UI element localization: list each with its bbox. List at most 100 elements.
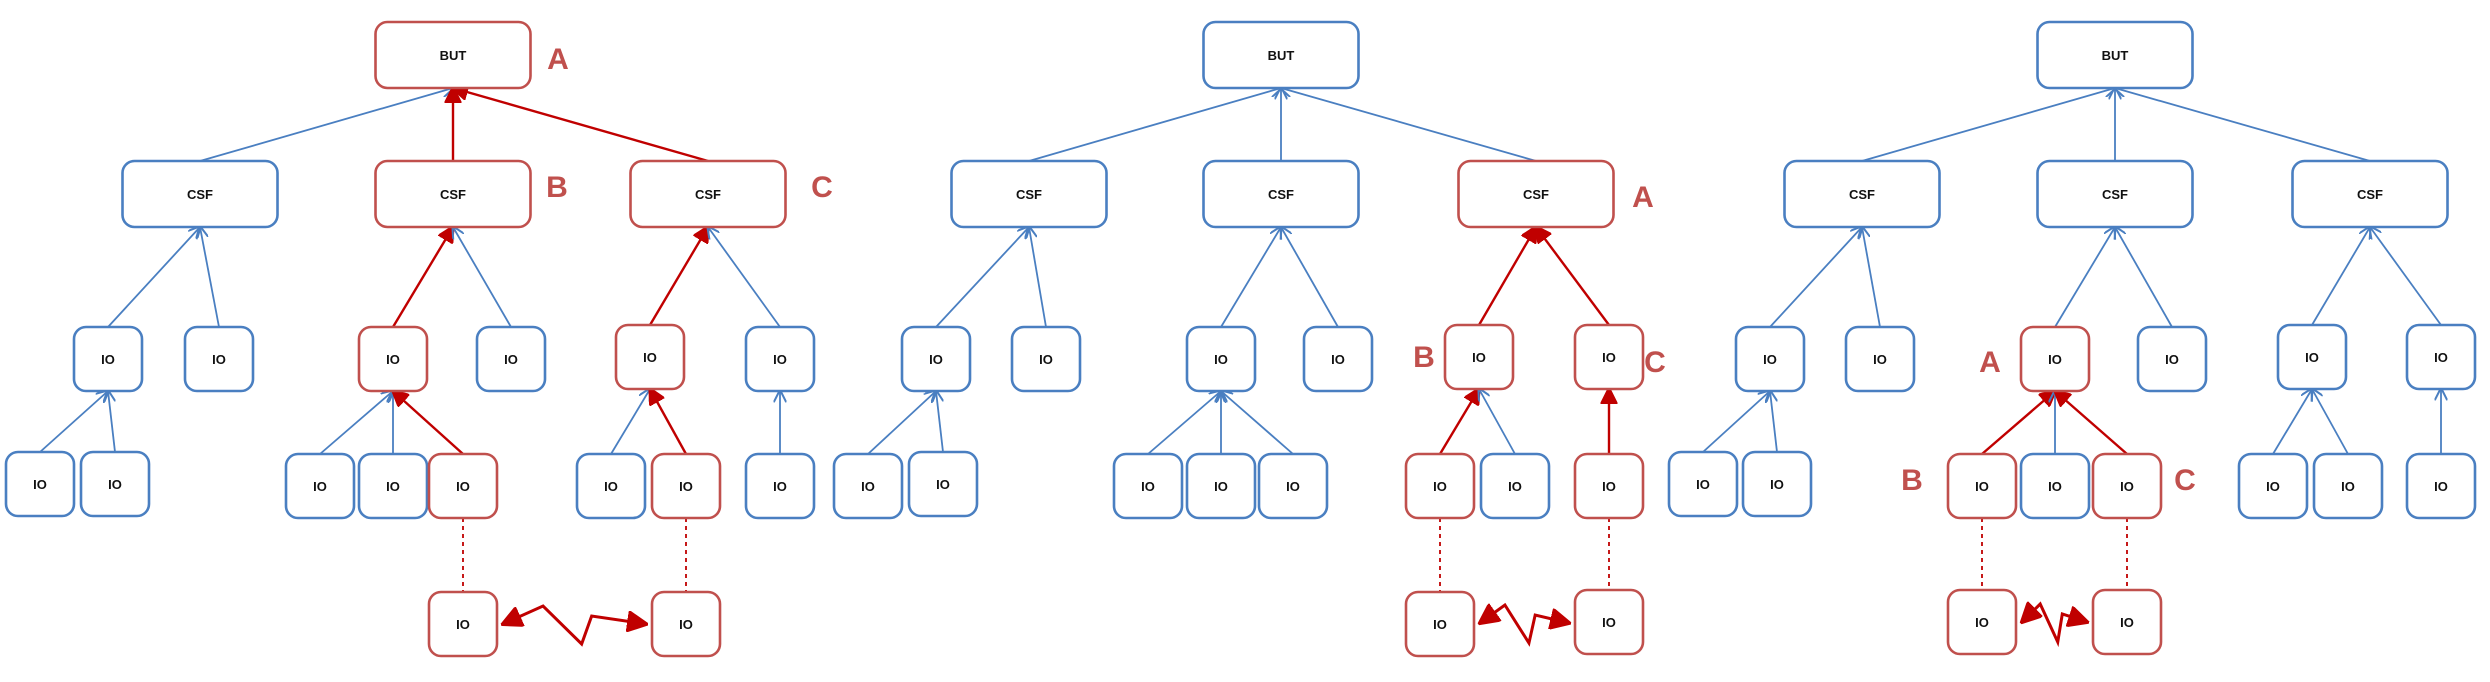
node-io311: IO [1404, 452, 1476, 520]
node-label: IO [936, 477, 950, 492]
node-io111: IO [832, 452, 904, 520]
node-box [79, 450, 151, 518]
edge-csf3-to-but [453, 88, 709, 163]
node-io321: IO [2405, 452, 2477, 520]
node-label: IO [773, 479, 787, 494]
node-io21: IO [1185, 325, 1257, 393]
edge-io31-to-csf3 [2311, 227, 2370, 326]
label-a: A [1979, 346, 2001, 379]
node-box [1404, 452, 1476, 520]
node-io213: IO [1257, 452, 1329, 520]
node-label: CSF [1523, 187, 1549, 202]
node-csf3: CSF [1457, 159, 1615, 229]
node-io22: IO [2136, 325, 2208, 393]
node-box [2019, 452, 2091, 520]
node-box [284, 452, 356, 520]
node-io321: IO [744, 452, 816, 520]
node-label: IO [504, 352, 518, 367]
edge-csf3-to-but [1281, 88, 1537, 162]
node-label: IO [1696, 477, 1710, 492]
node-box [2091, 452, 2163, 520]
node-label: IO [1873, 352, 1887, 367]
label-b: B [546, 171, 568, 204]
node-io321: IO [1573, 452, 1645, 520]
node-io32: IO [744, 325, 816, 393]
node-box [907, 450, 979, 518]
node-io311: IO [2237, 452, 2309, 520]
node-label: IO [679, 617, 693, 632]
node-label: IO [212, 352, 226, 367]
node-box [832, 452, 904, 520]
node-io12: IO [1844, 325, 1916, 393]
edge-io11-to-csf1 [935, 227, 1029, 328]
node-label: IO [1508, 479, 1522, 494]
edge-io32-to-csf3 [2370, 227, 2442, 326]
node-io112: IO [907, 450, 979, 518]
node-box [1443, 323, 1515, 391]
node-box [183, 325, 255, 393]
node-label: IO [643, 350, 657, 365]
node-label: IO [929, 352, 943, 367]
node-box [2312, 452, 2384, 520]
node-io21: IO [2019, 325, 2091, 393]
node-box [1734, 325, 1806, 393]
node-ioA: IO [1404, 590, 1476, 658]
edge-io211-to-io21 [319, 391, 393, 455]
edge-io311-to-io31 [1438, 389, 1479, 455]
edge-io31-to-csf3 [1477, 227, 1536, 326]
label-c: C [2174, 464, 2196, 497]
node-label: CSF [1268, 187, 1294, 202]
node-box [357, 452, 429, 520]
node-box [1302, 325, 1374, 393]
node-io21: IO [357, 325, 429, 393]
node-label: IO [1975, 615, 1989, 630]
node-label: IO [456, 617, 470, 632]
edge-io213-to-io21 [1221, 391, 1294, 455]
zigzag-double-arrow [1480, 602, 1569, 647]
node-label: IO [313, 479, 327, 494]
zigzag-double-arrow [503, 604, 646, 647]
node-box [575, 452, 647, 520]
node-box [72, 325, 144, 393]
node-csf2: CSF [374, 159, 532, 229]
node-io312: IO [1479, 452, 1551, 520]
node-box [1404, 590, 1476, 658]
node-label: IO [1433, 479, 1447, 494]
node-box [1457, 159, 1615, 229]
label-a: A [547, 43, 569, 76]
edge-io21-to-csf2 [1220, 227, 1281, 328]
edge-io12-to-csf1 [200, 227, 220, 328]
node-io11: IO [1734, 325, 1806, 393]
node-box [357, 325, 429, 393]
node-io32: IO [1573, 323, 1645, 391]
node-box [1573, 323, 1645, 391]
node-ioA: IO [1946, 588, 2018, 656]
node-ioA: IO [427, 590, 499, 658]
node-box [1479, 452, 1551, 520]
node-label: IO [1433, 617, 1447, 632]
node-label: IO [1602, 615, 1616, 630]
edge-io312-to-io31 [1479, 389, 1516, 455]
node-box [1185, 452, 1257, 520]
node-io22: IO [1302, 325, 1374, 393]
node-io211: IO [284, 452, 356, 520]
node-label: IO [2048, 479, 2062, 494]
node-but: BUT [1202, 20, 1360, 90]
edge-io111-to-io11 [39, 391, 108, 453]
node-label: IO [2120, 479, 2134, 494]
node-label: IO [2305, 350, 2319, 365]
edge-io22-to-csf2 [1281, 227, 1339, 328]
node-csf2: CSF [2036, 159, 2194, 229]
node-csf2: CSF [1202, 159, 1360, 229]
node-box [1741, 450, 1813, 518]
node-io32: IO [2405, 323, 2477, 391]
node-box [2036, 159, 2194, 229]
node-box [374, 159, 532, 229]
node-box [900, 325, 972, 393]
node-io31: IO [614, 323, 686, 391]
edge-io211-to-io21 [1981, 391, 2055, 455]
edge-io21-to-csf2 [2054, 227, 2115, 328]
